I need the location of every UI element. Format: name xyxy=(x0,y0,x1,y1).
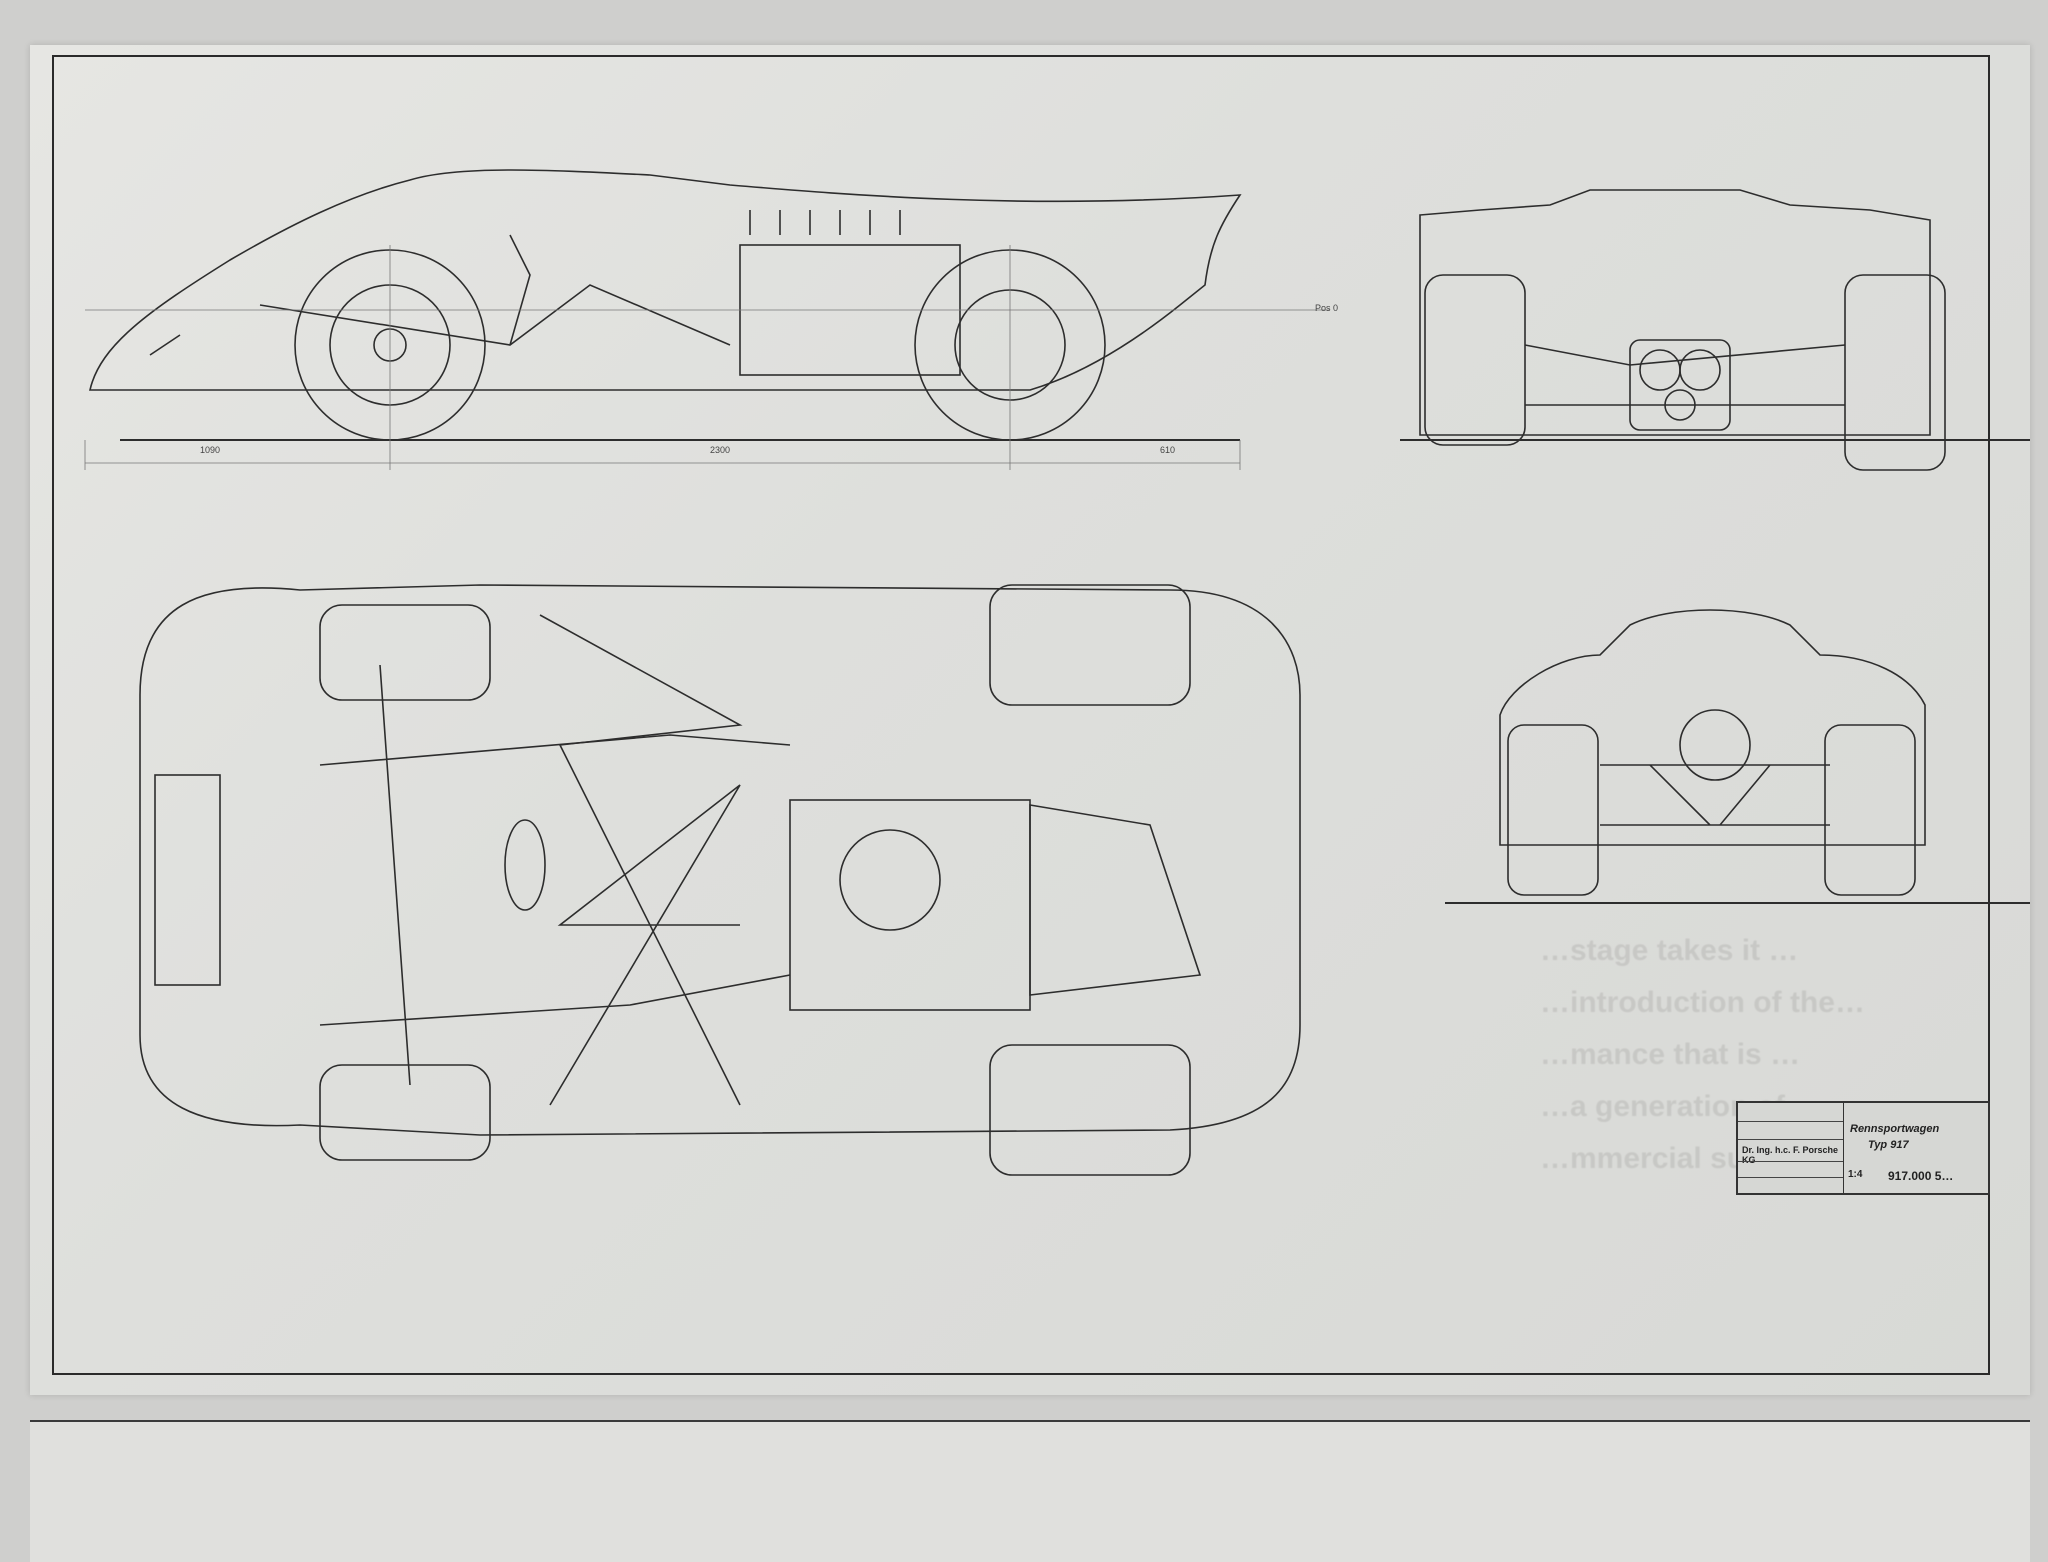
side-view-drawing xyxy=(89,169,1242,441)
drawing-frame xyxy=(52,55,1990,1375)
bleed-line: …stage takes it … xyxy=(1540,934,1799,967)
drawing-type: Typ 917 xyxy=(1868,1139,1909,1151)
position-marker: Pos 0 xyxy=(1315,303,1339,313)
next-page-edge xyxy=(30,1420,2030,1562)
company-name: Dr. Ing. h.c. F. Porsche KG xyxy=(1742,1145,1839,1165)
bleed-line: …introduction of the… xyxy=(1540,986,1865,1019)
title-block: Dr. Ing. h.c. F. Porsche KG Rennsportwag… xyxy=(1736,1101,1990,1195)
bleed-line: …mance that is … xyxy=(1540,1038,1801,1071)
plan-view-drawing xyxy=(139,584,1301,1176)
dimension-rear-overhang: 610 xyxy=(1160,445,1176,455)
drawing-title: Rennsportwagen xyxy=(1850,1123,1940,1135)
dimension-wheelbase: 2300 xyxy=(710,445,731,455)
rear-view-drawing xyxy=(1445,609,2030,904)
drawing-number: 917.000 5… xyxy=(1888,1169,1954,1183)
blueprint-page: 1090 2300 610 Pos 0 …stage takes it … …i… xyxy=(30,45,2030,1395)
front-view-drawing xyxy=(1400,189,2030,471)
title-block-left-panel: Dr. Ing. h.c. F. Porsche KG xyxy=(1738,1103,1844,1193)
blueprint-drawings xyxy=(84,169,2030,1176)
drawing-scale: 1:4 xyxy=(1848,1169,1863,1180)
dimension-front-overhang: 1090 xyxy=(200,445,221,455)
